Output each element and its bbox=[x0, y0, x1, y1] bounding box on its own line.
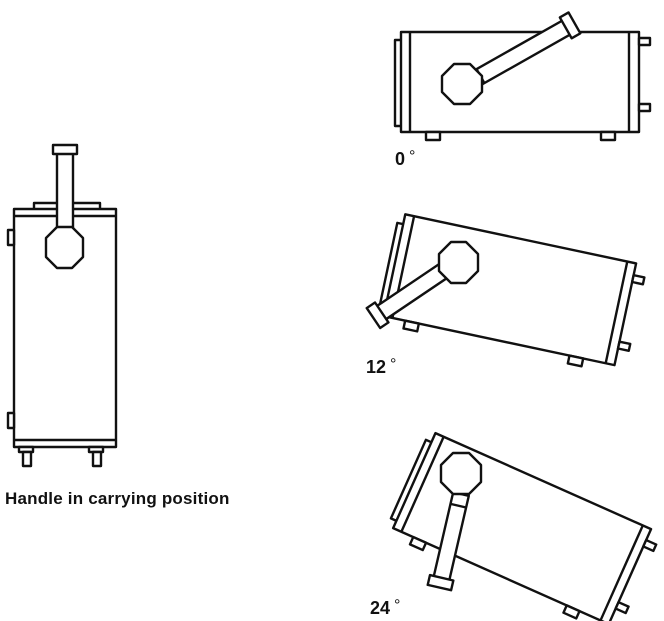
carrying-position-caption: Handle in carrying position bbox=[5, 489, 230, 509]
angle-12-caption: 12° bbox=[366, 356, 396, 378]
carry-handle bbox=[440, 11, 582, 106]
angle-12-value: 12 bbox=[366, 357, 387, 377]
carry-handle bbox=[44, 143, 85, 270]
rear-foot bbox=[6, 411, 16, 430]
cabinet-body bbox=[12, 207, 118, 449]
carrying-position-figure bbox=[6, 143, 118, 468]
angle-0-caption: 0° bbox=[395, 148, 415, 170]
degree-symbol: ° bbox=[394, 597, 401, 614]
position-24-figure bbox=[389, 431, 658, 621]
degree-symbol: ° bbox=[409, 148, 416, 165]
position-0-figure bbox=[393, 11, 652, 142]
position-12-figure bbox=[365, 213, 646, 368]
rear-foot bbox=[6, 228, 16, 247]
angle-24-value: 24 bbox=[370, 598, 391, 618]
carry-handle bbox=[365, 240, 480, 330]
angle-0-value: 0 bbox=[395, 149, 406, 169]
angle-24-caption: 24° bbox=[370, 597, 400, 619]
degree-symbol: ° bbox=[390, 356, 397, 373]
bottom-foot bbox=[91, 450, 103, 468]
bottom-foot bbox=[21, 450, 33, 468]
carry-handle bbox=[426, 451, 483, 592]
carrying-caption-text: Handle in carrying position bbox=[5, 489, 230, 508]
